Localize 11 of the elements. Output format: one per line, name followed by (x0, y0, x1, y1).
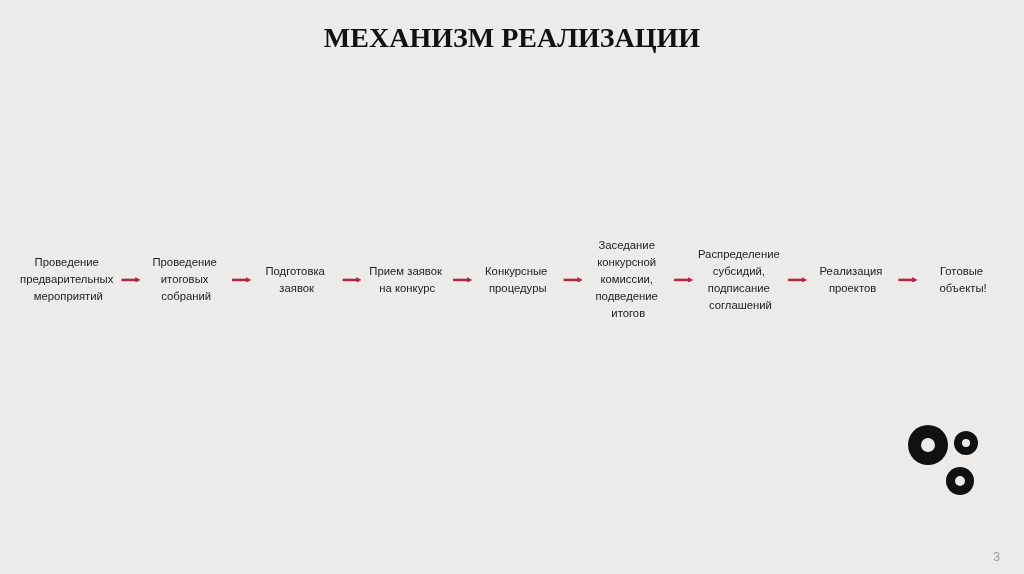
step-text: Реализация проектов (819, 264, 883, 295)
step-text: Распределение субсидий, подписание соглашений (697, 247, 780, 312)
step-text: Проведение предварительных мероприятий (20, 256, 114, 303)
step-text: Конкурсные процедуры (485, 264, 548, 295)
step-text: Подготовка заявок (265, 264, 325, 295)
step-text: Проведение итоговых собраний (152, 256, 217, 303)
step-text: Прием заявок на конкурс (369, 264, 442, 295)
step-text: Заседание конкурсной комиссии, подведение итогов (595, 239, 658, 320)
step-text: Готовые объекты! (939, 264, 987, 295)
title: МЕХАНИЗМ РЕАЛИЗАЦИИ (323, 22, 701, 54)
page-number: 3 (993, 550, 1000, 564)
